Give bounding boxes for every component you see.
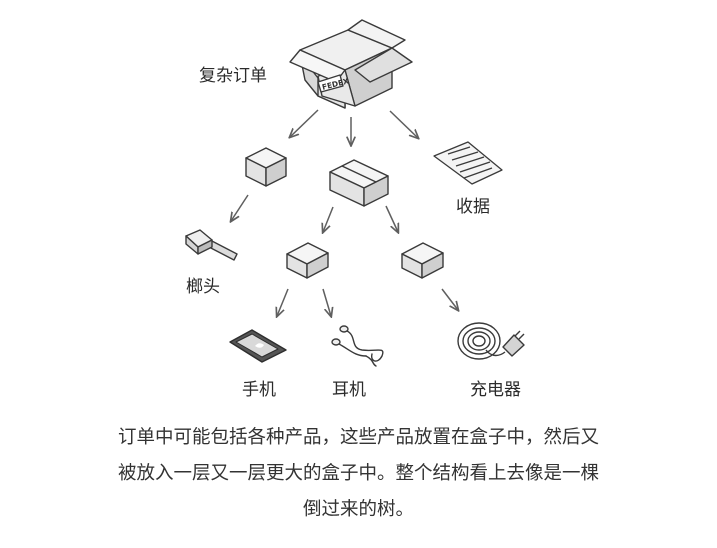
arrow-to-small-box xyxy=(290,109,319,137)
phone-icon xyxy=(229,329,287,363)
caption-line-1: 订单中可能包括各种产品，这些产品放置在盒子中，然后又 xyxy=(117,427,599,448)
receipt-label: 收据 xyxy=(456,197,490,217)
open-shipping-box-icon xyxy=(289,19,413,109)
small-box-icon xyxy=(245,147,287,187)
phone-label: 手机 xyxy=(242,380,276,400)
arrow-to-phone xyxy=(277,288,289,316)
arrow-to-receipt xyxy=(389,110,418,138)
earphones-label: 耳机 xyxy=(332,380,366,400)
arrow-to-phone-box xyxy=(323,206,334,232)
hammer-icon xyxy=(185,229,238,261)
earphones-icon xyxy=(331,325,384,367)
order-tree-diagram: FEDEX xyxy=(185,19,525,367)
diagram-caption: 订单中可能包括各种产品，这些产品放置在盒子中，然后又 被放入一层又一层更大的盒子… xyxy=(30,420,687,528)
charger-icon xyxy=(457,322,525,360)
receipt-icon xyxy=(433,141,503,185)
arrow-to-hammer xyxy=(231,194,249,221)
arrow-to-earphones xyxy=(322,288,331,316)
arrow-to-charger xyxy=(441,288,458,310)
complex-order-label: 复杂订单 xyxy=(199,66,267,86)
phone-box-icon xyxy=(286,242,329,279)
charger-label: 充电器 xyxy=(470,380,521,400)
arrow-to-charger-box xyxy=(385,205,398,232)
medium-box-icon xyxy=(329,159,389,207)
caption-line-2: 被放入一层又一层更大的盒子中。整个结构看上去像是一棵 xyxy=(117,463,599,484)
caption-line-3: 倒过来的树。 xyxy=(302,499,414,520)
hammer-label: 榔头 xyxy=(186,277,220,297)
charger-box-icon xyxy=(401,242,444,279)
